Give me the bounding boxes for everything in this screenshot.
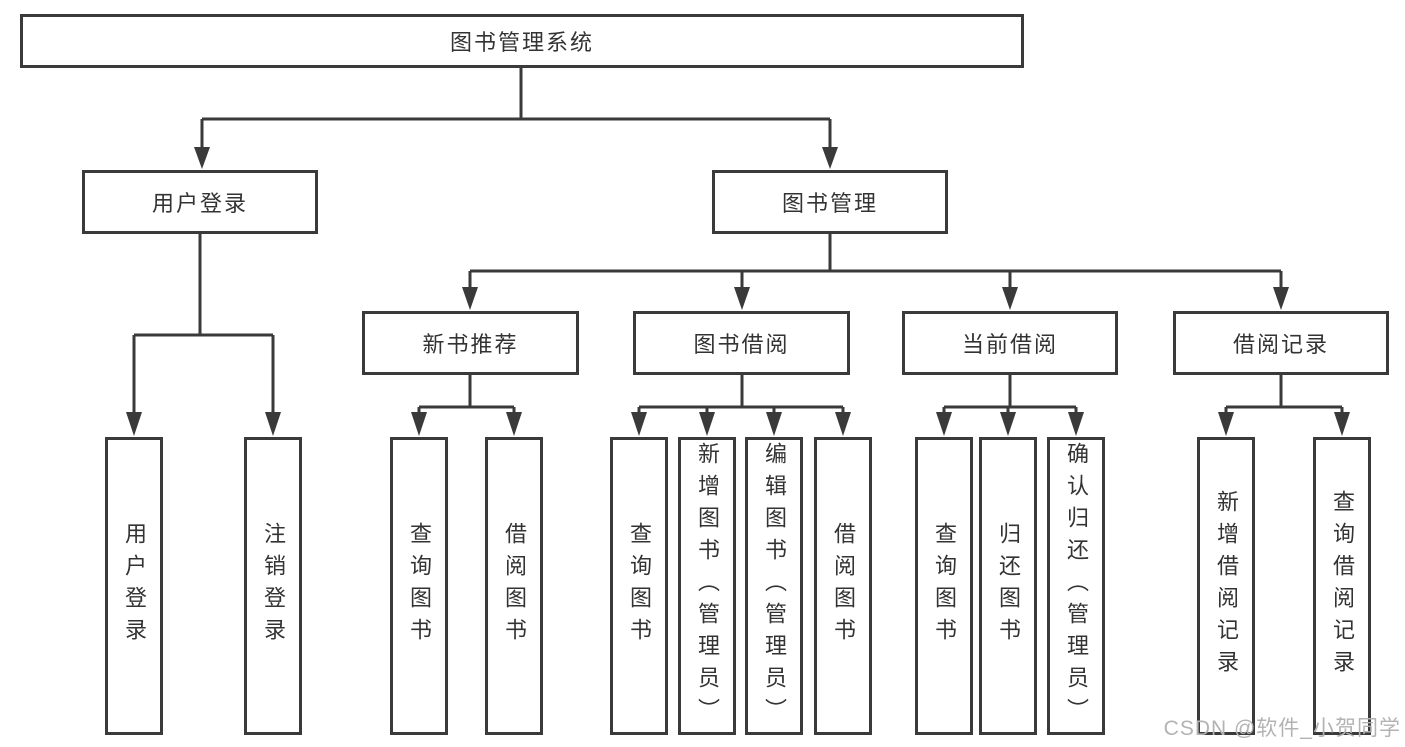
node-root-label: 图书管理系统	[449, 30, 594, 55]
leaf-add-borrow-record: 新增借阅记录	[1197, 437, 1255, 735]
leaf-logout-label: 注销登录	[261, 522, 286, 650]
leaf-query-books-borrow-label: 查询图书	[627, 522, 652, 650]
leaf-borrow-books-recommend: 借阅图书	[485, 437, 543, 735]
leaf-user-login-label: 用户登录	[122, 522, 147, 650]
leaf-return-books-label: 归还图书	[996, 522, 1021, 650]
leaf-edit-book-admin: 编辑图书（管理员）	[745, 437, 803, 735]
leaf-borrow-books-label: 借阅图书	[831, 522, 856, 650]
leaf-query-borrow-record-label: 查询借阅记录	[1330, 490, 1355, 682]
node-book-management-label: 图书管理	[781, 191, 878, 216]
leaf-add-book-admin: 新增图书（管理员）	[678, 437, 736, 735]
leaf-query-books-recommend: 查询图书	[390, 437, 448, 735]
leaf-edit-book-admin-label: 编辑图书（管理员）	[762, 442, 787, 730]
leaf-confirm-return-admin-label: 确认归还（管理员）	[1064, 442, 1089, 730]
node-book-borrowing-label: 图书借阅	[693, 332, 790, 357]
leaf-logout: 注销登录	[244, 437, 302, 735]
csdn-watermark: CSDN @软件_小贺同学	[1163, 717, 1401, 740]
node-user-login: 用户登录	[82, 170, 318, 234]
leaf-borrow-books: 借阅图书	[814, 437, 872, 735]
leaf-add-book-admin-label: 新增图书（管理员）	[695, 442, 720, 730]
leaf-confirm-return-admin: 确认归还（管理员）	[1047, 437, 1105, 735]
leaf-query-books-current-label: 查询图书	[932, 522, 957, 650]
node-user-login-label: 用户登录	[151, 191, 248, 216]
node-current-borrowing: 当前借阅	[902, 311, 1118, 375]
leaf-return-books: 归还图书	[979, 437, 1037, 735]
node-book-borrowing: 图书借阅	[633, 311, 850, 375]
node-borrowing-records-label: 借阅记录	[1232, 332, 1329, 357]
leaf-query-books-recommend-label: 查询图书	[407, 522, 432, 650]
node-root: 图书管理系统	[20, 14, 1024, 68]
node-new-book-recommendation-label: 新书推荐	[422, 332, 519, 357]
leaf-borrow-books-recommend-label: 借阅图书	[502, 522, 527, 650]
node-book-management: 图书管理	[712, 170, 948, 234]
leaf-query-borrow-record: 查询借阅记录	[1313, 437, 1371, 735]
leaf-query-books-borrow: 查询图书	[610, 437, 668, 735]
leaf-add-borrow-record-label: 新增借阅记录	[1214, 490, 1239, 682]
leaf-query-books-current: 查询图书	[915, 437, 973, 735]
node-new-book-recommendation: 新书推荐	[362, 311, 579, 375]
leaf-user-login: 用户登录	[105, 437, 163, 735]
node-current-borrowing-label: 当前借阅	[961, 332, 1058, 357]
node-borrowing-records: 借阅记录	[1173, 311, 1389, 375]
